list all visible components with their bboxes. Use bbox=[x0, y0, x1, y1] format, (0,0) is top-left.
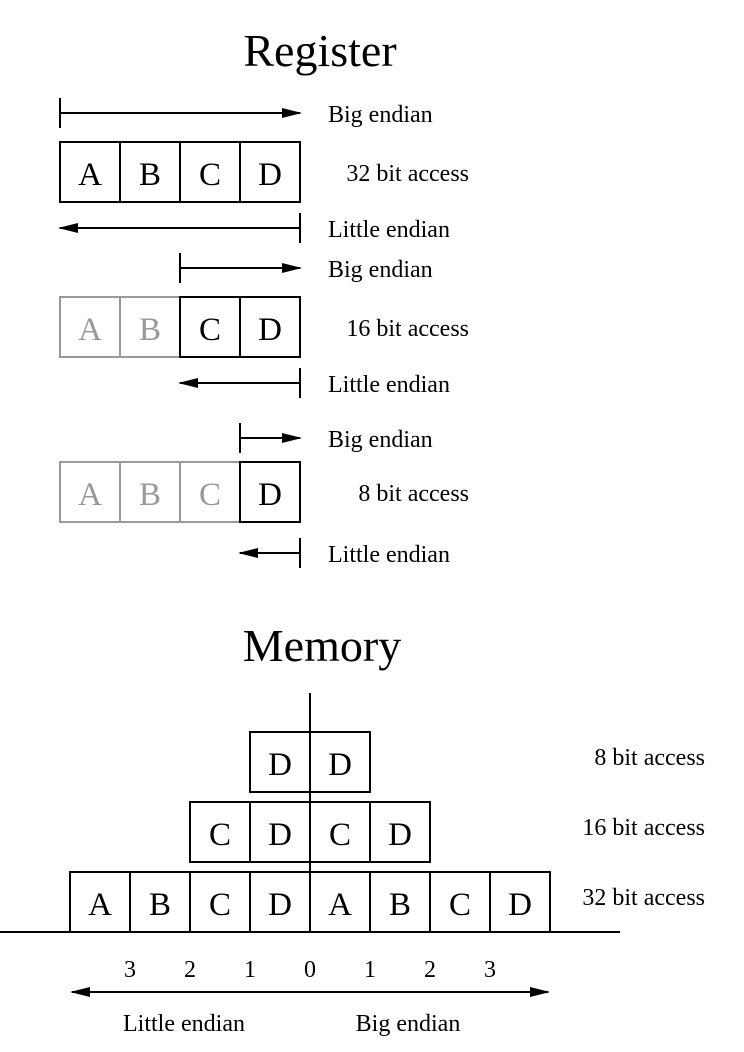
register-cell-letter: B bbox=[139, 477, 161, 513]
access-label: 32 bit access bbox=[346, 161, 469, 187]
memory-cell-letter: C bbox=[209, 817, 231, 853]
little-endian-label: Little endian bbox=[328, 542, 450, 568]
access-label: 16 bit access bbox=[346, 316, 469, 342]
big-endian-label: Big endian bbox=[328, 427, 433, 453]
big-endian-label: Big endian bbox=[328, 102, 433, 128]
memory-cell-letter: A bbox=[328, 887, 352, 923]
memory-little-endian-label: Little endian bbox=[123, 1011, 245, 1037]
memory-access-label: 32 bit access bbox=[582, 885, 705, 911]
memory-cell-letter: C bbox=[329, 817, 351, 853]
memory-title: Memory bbox=[243, 620, 401, 671]
memory-cell-letter: D bbox=[388, 817, 412, 853]
big-endian-label: Big endian bbox=[328, 257, 433, 283]
register-cell-letter: C bbox=[199, 477, 221, 513]
memory-address-label: 3 bbox=[484, 957, 496, 983]
memory-address-label: 1 bbox=[364, 957, 376, 983]
register-cell-box bbox=[239, 296, 301, 358]
little-endian-label: Little endian bbox=[328, 217, 450, 243]
memory-cell-letter: A bbox=[88, 887, 112, 923]
memory-cell-letter: D bbox=[268, 817, 292, 853]
register-cell-letter: D bbox=[258, 312, 282, 348]
register-cell-letter: D bbox=[258, 477, 282, 513]
memory-row: C D C D 16 bit access bbox=[189, 801, 705, 863]
register-cell-letter: B bbox=[139, 157, 161, 193]
access-label: 8 bit access bbox=[358, 481, 469, 507]
memory-address-label: 1 bbox=[244, 957, 256, 983]
register-cell-letter: A bbox=[78, 312, 102, 348]
memory-cell-box bbox=[309, 731, 371, 793]
memory-cell-letter: C bbox=[209, 887, 231, 923]
register-title: Register bbox=[243, 25, 396, 76]
memory-cell-letter: B bbox=[389, 887, 411, 923]
register-cell-letter: C bbox=[199, 312, 221, 348]
memory-address-label: 2 bbox=[424, 957, 436, 983]
memory-access-label: 16 bit access bbox=[582, 815, 705, 841]
memory-cell-letter: C bbox=[449, 887, 471, 923]
register-cell-letter: D bbox=[258, 157, 282, 193]
memory-cell-letter: B bbox=[149, 887, 171, 923]
memory-address-label: 2 bbox=[184, 957, 196, 983]
memory-cell-letter: D bbox=[268, 887, 292, 923]
memory-cell-letter: D bbox=[508, 887, 532, 923]
little-endian-label: Little endian bbox=[328, 372, 450, 398]
register-cell-letter: C bbox=[199, 157, 221, 193]
register-cell-letter: B bbox=[139, 312, 161, 348]
memory-big-endian-label: Big endian bbox=[356, 1011, 461, 1037]
memory-address-label: 3 bbox=[124, 957, 136, 983]
memory-cell-box bbox=[369, 801, 431, 863]
register-cell-box bbox=[239, 141, 301, 203]
memory-access-label: 8 bit access bbox=[594, 745, 705, 771]
memory-cell-letter: D bbox=[268, 747, 292, 783]
register-cell-letter: A bbox=[78, 157, 102, 193]
register-cell-letter: A bbox=[78, 477, 102, 513]
memory-cell-letter: D bbox=[328, 747, 352, 783]
register-cell-box bbox=[239, 461, 301, 523]
memory-address-label: 0 bbox=[304, 957, 316, 983]
